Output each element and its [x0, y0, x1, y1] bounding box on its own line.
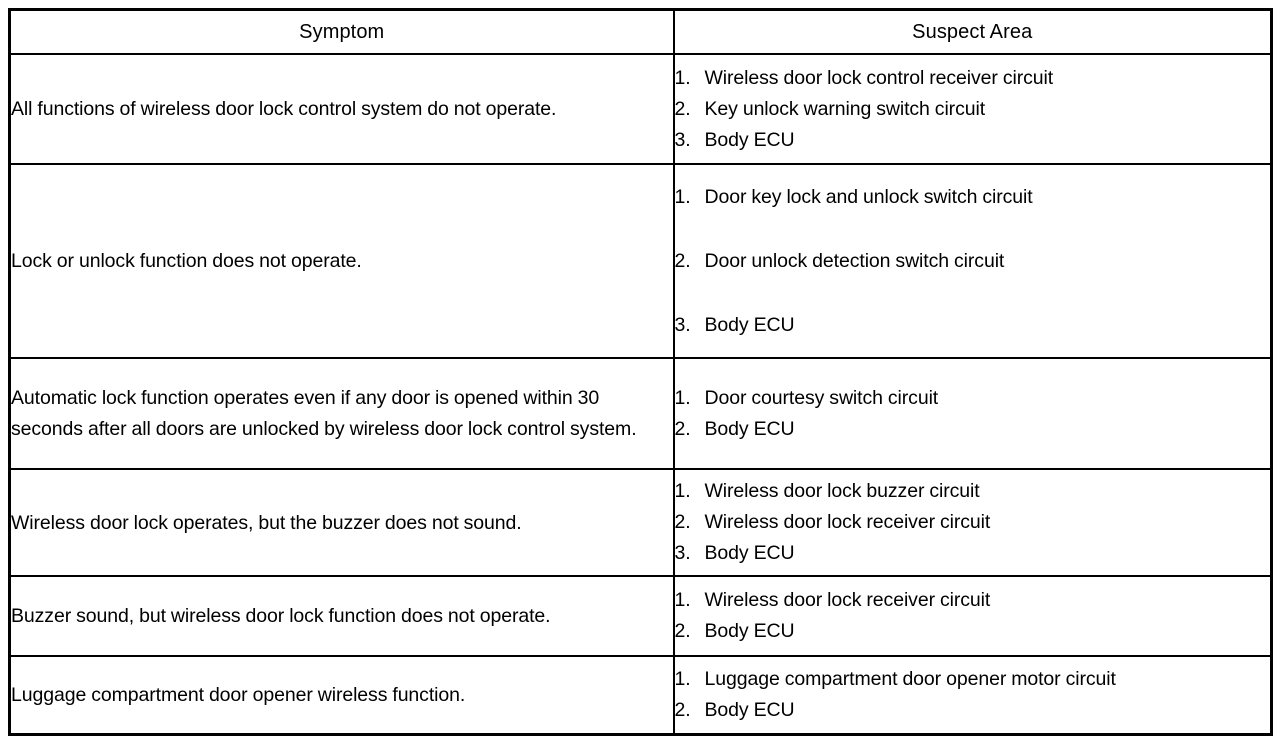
suspect-area-item-label: Wireless door lock buzzer circuit	[704, 480, 980, 502]
symptom-cell: Luggage compartment door opener wireless…	[8, 655, 675, 736]
suspect-area-list: 1. Door courtesy switch circuit 2. Body ECU	[675, 383, 1271, 445]
suspect-area-item-label: Door courtesy switch circuit	[704, 386, 939, 409]
suspect-area-list: 1. Wireless door lock buzzer circuit 2. Wir…	[675, 476, 1271, 569]
suspect-area-item-number: 1.	[674, 589, 691, 611]
table-row: Wireless door lock operates, but the buz…	[8, 468, 1273, 577]
suspect-area-item-number: 1.	[674, 386, 691, 409]
column-header-symptom: Symptom	[8, 8, 675, 55]
suspect-area-item-label: Luggage compartment door opener motor ci…	[704, 668, 1116, 690]
suspect-area-item-number: 2.	[674, 511, 691, 533]
suspect-area-item: 2. Key unlock warning switch circuit	[675, 94, 1271, 125]
suspect-area-item: 1. Door key lock and unlock switch circui…	[675, 165, 1271, 229]
suspect-area-item-number: 1.	[674, 480, 691, 502]
suspect-area-item-label: Wireless door lock receiver circuit	[704, 589, 991, 611]
suspect-area-item: 2. Body ECU	[675, 414, 1271, 445]
table-row: Automatic lock function operates even if…	[8, 357, 1273, 470]
symptom-cell: Buzzer sound, but wireless door lock fun…	[8, 575, 675, 657]
symptom-text: Luggage compartment door opener wireless…	[11, 684, 466, 706]
table-row: Buzzer sound, but wireless door lock fun…	[8, 575, 1273, 657]
suspect-area-item-number: 2.	[674, 620, 691, 642]
column-header-suspect-area-label: Suspect Area	[912, 21, 1033, 43]
suspect-area-item: 1. Wireless door lock buzzer circuit	[675, 476, 1271, 507]
suspect-area-item-number: 3.	[674, 128, 691, 151]
suspect-area-item-label: Body ECU	[704, 699, 795, 721]
suspect-area-item-label: Key unlock warning switch circuit	[704, 97, 986, 120]
suspect-area-item-label: Wireless door lock receiver circuit	[704, 511, 991, 533]
suspect-area-item-label: Body ECU	[704, 128, 795, 151]
suspect-area-cell: 1. Wireless door lock buzzer circuit 2. Wir…	[672, 468, 1273, 577]
table-row: Lock or unlock function does not operate…	[8, 163, 1273, 359]
header-row: Symptom Suspect Area	[8, 8, 1273, 55]
suspect-area-item: 3. Body ECU	[675, 125, 1271, 156]
suspect-area-item-label: Wireless door lock control receiver circ…	[704, 66, 1054, 89]
suspect-area-item: 2. Body ECU	[675, 616, 1271, 647]
table-body: All functions of wireless door lock cont…	[8, 53, 1273, 736]
suspect-area-item: 1. Door courtesy switch circuit	[675, 383, 1271, 414]
symptom-text: All functions of wireless door lock cont…	[11, 98, 557, 120]
suspect-area-item-number: 2.	[674, 97, 691, 120]
suspect-area-item: 2. Door unlock detection switch circuit	[675, 229, 1271, 293]
column-header-symptom-label: Symptom	[299, 21, 385, 43]
symptom-cell: All functions of wireless door lock cont…	[8, 53, 675, 165]
symptom-cell: Lock or unlock function does not operate…	[8, 163, 675, 359]
symptom-text: Automatic lock function operates even if…	[11, 386, 637, 440]
suspect-area-cell: 1. Wireless door lock control receiver ci…	[672, 53, 1273, 165]
suspect-area-item: 3. Body ECU	[675, 293, 1271, 357]
symptom-text: Wireless door lock operates, but the buz…	[11, 511, 522, 534]
suspect-area-item-number: 3.	[674, 542, 691, 564]
suspect-area-item-number: 1.	[674, 186, 691, 208]
symptom-cell: Wireless door lock operates, but the buz…	[8, 468, 675, 577]
suspect-area-item-label: Body ECU	[704, 417, 795, 440]
suspect-area-item-label: Door unlock detection switch circuit	[704, 250, 1005, 272]
table-row: All functions of wireless door lock cont…	[8, 53, 1273, 165]
suspect-area-item-number: 1.	[674, 66, 691, 89]
suspect-area-item: 2. Body ECU	[675, 695, 1271, 726]
suspect-area-item-label: Body ECU	[704, 314, 795, 336]
suspect-area-cell: 1. Door courtesy switch circuit 2. Body ECU	[672, 357, 1273, 470]
suspect-area-list: 1. Wireless door lock control receiver ci…	[675, 63, 1271, 156]
suspect-area-item: 1. Wireless door lock receiver circuit	[675, 585, 1271, 616]
suspect-area-cell: 1. Door key lock and unlock switch circui…	[672, 163, 1273, 359]
suspect-area-item-label: Body ECU	[704, 542, 795, 564]
symptom-cell: Automatic lock function operates even if…	[8, 357, 675, 470]
scanned-page: Symptom Suspect Area All functions of wi…	[8, 8, 1273, 736]
suspect-area-item: 1. Wireless door lock control receiver ci…	[675, 63, 1271, 94]
suspect-area-item-label: Body ECU	[704, 620, 795, 642]
column-header-suspect-area: Suspect Area	[672, 8, 1273, 55]
symptom-text: Buzzer sound, but wireless door lock fun…	[11, 605, 551, 627]
suspect-area-item: 3. Body ECU	[675, 538, 1271, 569]
table-header: Symptom Suspect Area	[8, 8, 1273, 55]
symptom-text: Lock or unlock function does not operate…	[11, 250, 362, 272]
suspect-area-item-label: Door key lock and unlock switch circuit	[704, 186, 1033, 208]
suspect-area-item-number: 3.	[674, 314, 691, 336]
suspect-area-cell: 1. Luggage compartment door opener motor …	[672, 655, 1273, 736]
suspect-area-cell: 1. Wireless door lock receiver circuit 2. B…	[672, 575, 1273, 657]
suspect-area-item: 1. Luggage compartment door opener motor …	[675, 664, 1271, 695]
suspect-area-list: 1. Luggage compartment door opener motor …	[675, 664, 1271, 726]
suspect-area-list: 1. Wireless door lock receiver circuit 2. B…	[675, 585, 1271, 647]
suspect-area-list: 1. Door key lock and unlock switch circui…	[675, 165, 1271, 357]
suspect-area-item-number: 2.	[674, 699, 691, 721]
suspect-area-item-number: 2.	[674, 417, 691, 440]
symptom-suspect-area-table: Symptom Suspect Area All functions of wi…	[8, 8, 1273, 736]
suspect-area-item: 2. Wireless door lock receiver circuit	[675, 507, 1271, 538]
suspect-area-item-number: 2.	[674, 250, 691, 272]
table-row: Luggage compartment door opener wireless…	[8, 655, 1273, 736]
suspect-area-item-number: 1.	[674, 668, 691, 690]
